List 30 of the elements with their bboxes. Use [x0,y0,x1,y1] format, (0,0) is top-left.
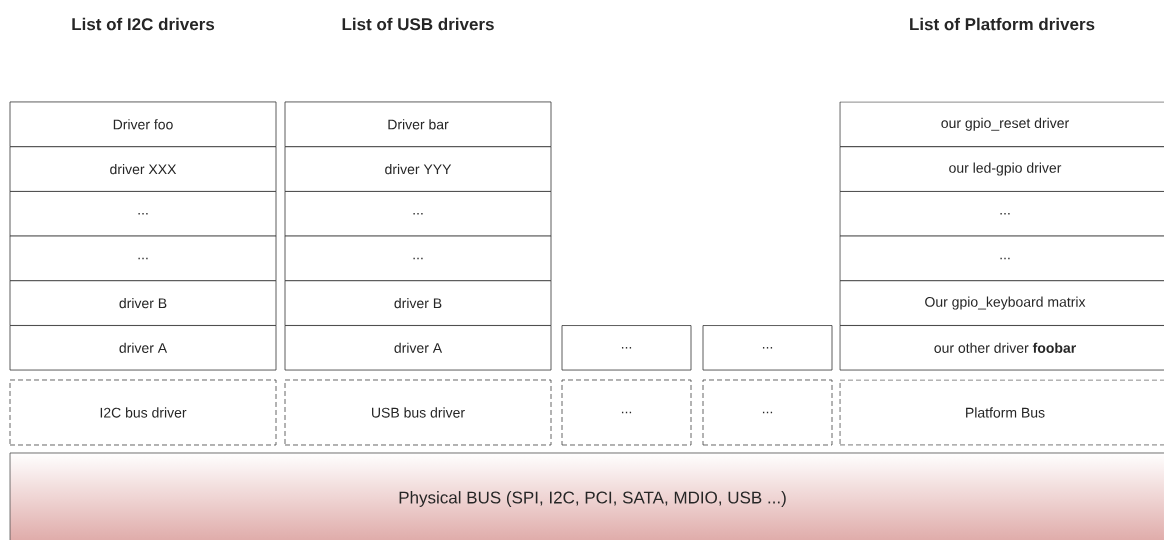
column-heading: List of I2C drivers [72,17,215,31]
bus-driver-box: ... [561,379,692,446]
driver-cell: Driver bar [284,101,552,148]
driver-cell: our other driver foobar [839,325,1164,371]
driver-cell: driver A [284,325,552,371]
bus-driver-box: ... [702,379,833,446]
column-heading: List of Platform drivers [910,17,1095,31]
driver-cell: ... [9,235,277,282]
driver-cell: ... [839,191,1164,237]
node-label: ... [1000,257,1010,260]
driver-cell: driver YYY [284,146,552,192]
bus-driver-box: I2C bus driver [9,379,277,446]
physical-bus-band: Physical BUS (SPI, I2C, PCI, SATA, MDIO, USB ...) [9,452,1164,540]
driver-cell: ... [284,235,552,282]
driver-cell: driver XXX [9,146,277,192]
bus-driver-box: Platform Bus [839,379,1164,446]
driver-cell: driver B [284,280,552,326]
driver-cell: ... [284,191,552,237]
driver-cell: driver B [9,280,277,326]
driver-cell: Driver foo [9,101,277,148]
column-heading: List of USB drivers [342,17,494,31]
driver-cell: ... [839,235,1164,282]
driver-cell: ... [9,191,277,237]
driver-cell: our led-gpio driver [839,146,1164,192]
driver-cell: ... [561,325,692,371]
bus-driver-box: USB bus driver [284,379,552,446]
driver-cell: driver A [9,325,277,371]
driver-cell: Our gpio_keyboard matrix [839,280,1164,326]
driver-cell: our gpio_reset driver [839,101,1164,148]
driver-cell: ... [702,325,833,371]
